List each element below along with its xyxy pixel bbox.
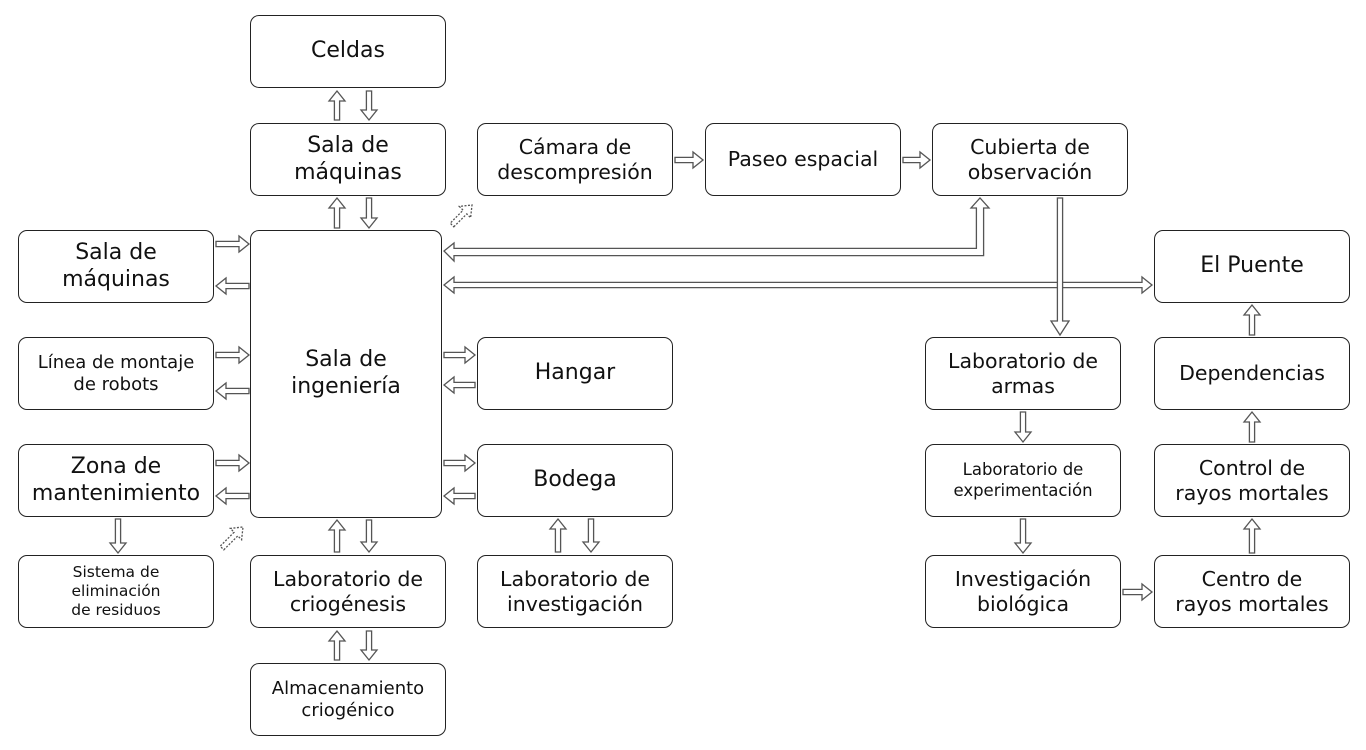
arrow-criogenesis-to-almacenamiento (359, 630, 379, 662)
arrow-bodega-to-investigacion (581, 518, 601, 554)
arrow-ingenieria-to-criogenesis (359, 519, 379, 554)
node-celdas-label: Celdas (311, 38, 385, 64)
arrow-almacenamiento-to-criogenesis (327, 629, 347, 661)
arrow-ingenieria-to-mantenimiento (214, 486, 250, 506)
arrow-maquinas-left-to-ingenieria (215, 234, 251, 254)
arrow-experimentacion-to-biologica (1013, 518, 1033, 555)
arrow-criogenesis-to-ingenieria (327, 518, 347, 553)
arrow-dependencias-to-puente (1242, 303, 1262, 336)
arrow-montaje-to-ingenieria (215, 345, 251, 365)
node-dependencias: Dependencias (1154, 337, 1350, 410)
arrow-ingenieria-puente (442, 275, 1154, 295)
node-hangar-label: Hangar (534, 360, 616, 386)
arrow-ingenieria-to-hangar (443, 345, 477, 365)
arrow-ingenieria-to-montaje (214, 381, 250, 401)
node-bodega-label: Bodega (533, 467, 617, 493)
arrow-control-to-dependencias (1242, 410, 1262, 443)
node-el-puente-label: El Puente (1200, 253, 1304, 279)
arrow-bodega-to-ingenieria (442, 486, 476, 506)
arrow-hangar-to-ingenieria (442, 375, 476, 395)
arrow-ingenieria-cubierta-elbow (443, 197, 991, 263)
arrow-cubierta-to-armas (1049, 197, 1071, 337)
node-hangar: Hangar (477, 337, 673, 410)
arrow-celdas-to-maquinas (359, 90, 379, 122)
arrow-ingenieria-to-bodega (443, 453, 477, 473)
arrow-armas-to-experimentacion (1013, 411, 1033, 444)
arrow-diagonal-upper (449, 204, 473, 228)
arrow-ingenieria-to-maquinas-top (327, 196, 347, 229)
arrow-biologica-to-centro (1122, 582, 1154, 602)
arrow-maquinas-to-celdas (327, 89, 347, 121)
node-dependencias-label: Dependencias (1179, 361, 1325, 385)
node-celdas: Celdas (250, 15, 446, 88)
arrow-paseo-to-cubierta (902, 150, 932, 170)
node-paseo-espacial: Paseo espacial (705, 123, 901, 196)
arrow-ingenieria-to-maquinas-left (214, 276, 250, 296)
node-paseo-espacial-label: Paseo espacial (727, 147, 879, 171)
arrow-diagonal-lower (219, 526, 244, 551)
arrow-maquinas-top-to-ingenieria (359, 197, 379, 230)
arrow-mantenimiento-to-sistema (108, 518, 128, 555)
arrow-camara-to-paseo (674, 150, 705, 170)
arrow-mantenimiento-to-ingenieria (215, 453, 251, 473)
arrow-investigacion-to-bodega (548, 517, 568, 553)
node-el-puente: El Puente (1154, 230, 1350, 303)
arrow-centro-to-control (1242, 517, 1262, 554)
node-bodega: Bodega (477, 444, 673, 517)
